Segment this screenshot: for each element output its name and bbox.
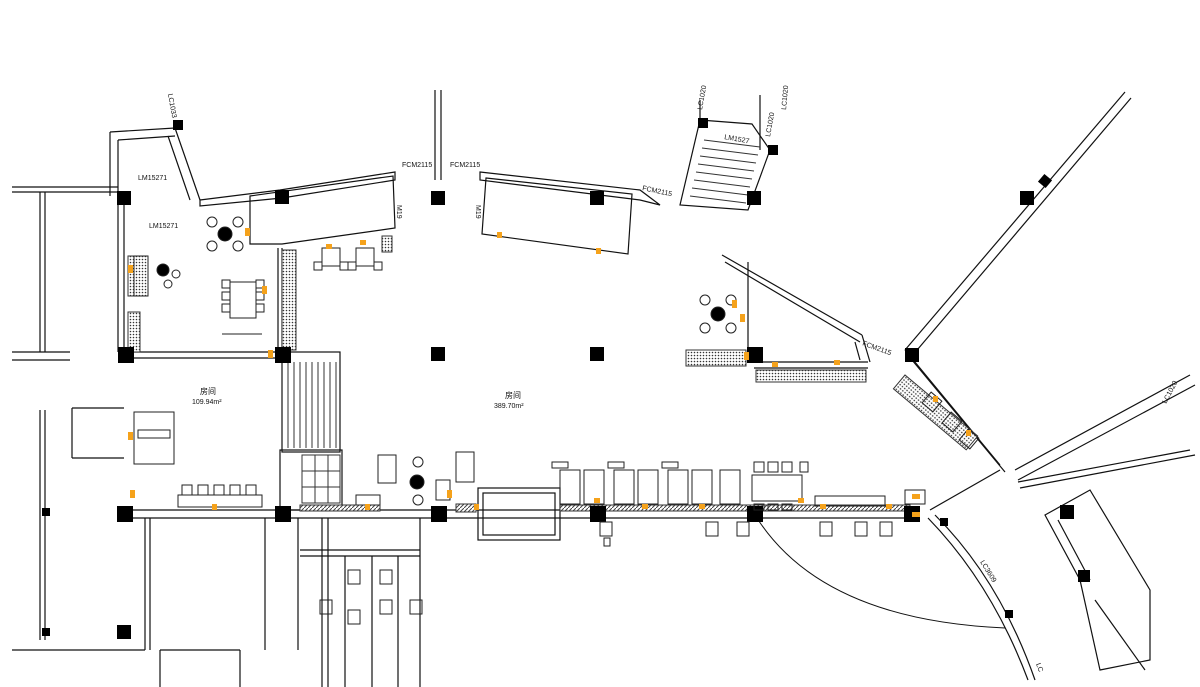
column bbox=[698, 118, 708, 128]
column bbox=[747, 191, 761, 205]
tag-lc-top-right: LC1020 bbox=[781, 85, 790, 110]
tag-fcm-mid: FCM2115 bbox=[450, 162, 480, 169]
column bbox=[431, 506, 447, 522]
hatched-walls bbox=[127, 235, 979, 513]
conference-table bbox=[229, 281, 257, 319]
column bbox=[905, 348, 919, 362]
room-labels: 房间 109.94m² 房间 389.70m² bbox=[192, 386, 524, 410]
column bbox=[590, 506, 606, 522]
sofa bbox=[133, 255, 149, 297]
column bbox=[431, 191, 445, 205]
column bbox=[1005, 610, 1013, 618]
tag-lm-stair: LM1527 bbox=[724, 134, 750, 145]
bench bbox=[177, 494, 263, 508]
column bbox=[590, 347, 604, 361]
column bbox=[768, 145, 778, 155]
column bbox=[1060, 505, 1074, 519]
room-name-main: 房间 bbox=[505, 390, 521, 400]
column bbox=[1078, 570, 1090, 582]
tag-lc-top-left: LC1033 bbox=[166, 93, 177, 118]
column bbox=[940, 518, 948, 526]
structural-columns bbox=[42, 118, 1090, 639]
column bbox=[747, 506, 763, 522]
column bbox=[275, 347, 291, 363]
tag-fcm-left: FCM2115 bbox=[402, 162, 432, 169]
dining-table bbox=[751, 474, 803, 502]
column bbox=[42, 628, 50, 636]
tag-lm-lower: LM15271 bbox=[149, 223, 178, 230]
round-table bbox=[409, 474, 425, 490]
tag-lm-upper: LM15271 bbox=[138, 175, 167, 182]
round-table bbox=[217, 226, 233, 242]
room-area-main: 389.70m² bbox=[494, 403, 524, 410]
column bbox=[747, 347, 763, 363]
tag-lc-stair-left: LC1020 bbox=[697, 85, 708, 110]
door-swing-arc bbox=[754, 514, 1006, 629]
column bbox=[590, 191, 604, 205]
column bbox=[173, 120, 183, 130]
fixture-markers[interactable] bbox=[128, 228, 971, 517]
walls bbox=[12, 90, 1196, 687]
column bbox=[117, 625, 131, 639]
stair-treads bbox=[287, 139, 761, 448]
tag-fcm-right: FCM2115 bbox=[642, 185, 673, 198]
column bbox=[431, 347, 445, 361]
column bbox=[42, 508, 50, 516]
round-table bbox=[710, 306, 726, 322]
stair-grid bbox=[301, 454, 341, 504]
tag-lc-far-right: LC1020 bbox=[1162, 380, 1180, 405]
tag-m-right: M19 bbox=[474, 205, 481, 219]
booth bbox=[559, 469, 581, 505]
column bbox=[1037, 173, 1053, 189]
sofa bbox=[133, 411, 175, 465]
tag-lc-stair-right: LC1020 bbox=[765, 112, 776, 137]
tag-lc-bottom-edge: LC bbox=[1034, 662, 1044, 673]
furniture bbox=[133, 216, 980, 625]
column bbox=[275, 506, 291, 522]
round-table bbox=[156, 263, 170, 277]
column bbox=[117, 506, 133, 522]
tag-m-left: M19 bbox=[395, 205, 402, 219]
column bbox=[118, 347, 134, 363]
cafe-table bbox=[355, 247, 375, 267]
column bbox=[275, 190, 289, 204]
cafe-table bbox=[321, 247, 341, 267]
room-name-west: 房间 bbox=[200, 386, 216, 396]
column bbox=[1020, 191, 1034, 205]
column bbox=[117, 191, 131, 205]
room-area-west: 109.94m² bbox=[192, 399, 222, 406]
